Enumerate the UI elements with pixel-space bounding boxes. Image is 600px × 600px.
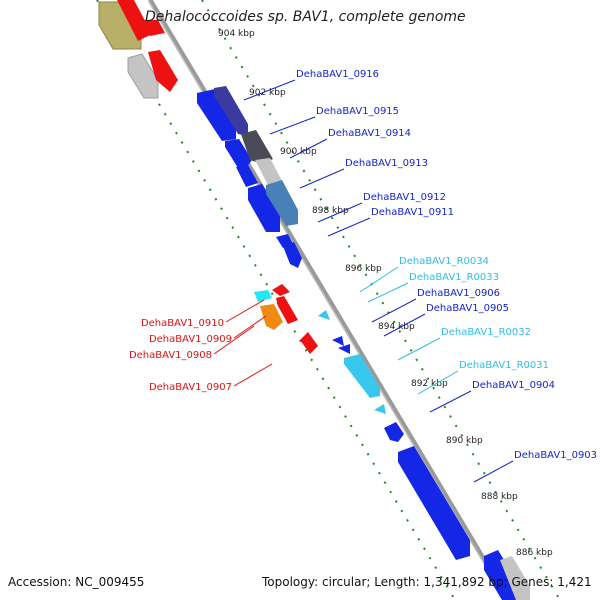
gene-label-link[interactable]: DehaBAV1_0908 (129, 350, 212, 361)
gene-label-link[interactable]: DehaBAV1_0914 (328, 128, 411, 139)
gene-label-leader-line (359, 266, 399, 293)
gene-feature[interactable] (344, 354, 380, 398)
gene-feature[interactable] (241, 130, 273, 164)
scale-tick-label: 898 kbp (312, 206, 349, 216)
gene-feature[interactable] (127, 53, 159, 99)
gene-label-link[interactable]: DehaBAV1_R0033 (409, 272, 499, 283)
scale-tick-label: 896 kbp (345, 264, 382, 274)
gene-label-leader-line (233, 363, 273, 387)
gene-feature[interactable] (254, 290, 272, 302)
gene-label-link[interactable]: DehaBAV1_0903 (514, 450, 597, 461)
gene-label-leader-line (213, 325, 255, 355)
gene-feature[interactable] (500, 556, 530, 600)
gene-label-link[interactable]: DehaBAV1_0915 (316, 106, 399, 117)
gene-label-link[interactable]: DehaBAV1_0904 (472, 380, 555, 391)
gene-feature[interactable] (117, 0, 152, 41)
gene-label-link[interactable]: DehaBAV1_0910 (141, 318, 224, 329)
gene-features (98, 0, 302, 268)
gene-label-leader-line (317, 202, 363, 223)
gene-feature[interactable] (374, 404, 386, 414)
gene-label-link[interactable]: DehaBAV1_R0032 (441, 327, 531, 338)
gene-feature[interactable] (384, 422, 404, 442)
scale-tick-label: 888 kbp (481, 492, 518, 502)
gene-label-link[interactable]: DehaBAV1_R0031 (459, 360, 549, 371)
gene-feature[interactable] (272, 284, 290, 296)
gene-feature[interactable] (197, 89, 236, 141)
gene-feature[interactable] (484, 550, 516, 600)
gene-label-leader-line (383, 313, 426, 337)
scale-tick-label: 892 kbp (411, 379, 448, 389)
gene-label-leader-line (233, 315, 267, 339)
gene-feature[interactable] (248, 184, 280, 232)
gene-features-middle (254, 284, 404, 442)
gene-label-leader-line (243, 79, 296, 101)
genome-backbone (147, 0, 511, 600)
gene-label-leader-line (299, 168, 345, 189)
gene-label-link[interactable]: DehaBAV1_0913 (345, 158, 428, 169)
gene-labels: DehaBAV1_0916DehaBAV1_0915DehaBAV1_0914D… (129, 69, 597, 461)
gene-label-link[interactable]: DehaBAV1_0906 (417, 288, 500, 299)
gene-feature[interactable] (338, 344, 350, 354)
gene-feature[interactable] (236, 165, 258, 187)
gene-feature[interactable] (260, 304, 283, 330)
gene-label-link[interactable]: DehaBAV1_0911 (371, 207, 454, 218)
scale-tick-label: 900 kbp (280, 147, 317, 157)
gene-label-link[interactable]: DehaBAV1_0905 (426, 303, 509, 314)
gene-label-leader-line (327, 217, 371, 237)
gene-label-leaders (213, 79, 514, 483)
scale-tick-label: 890 kbp (446, 436, 483, 446)
gene-feature[interactable] (332, 336, 344, 346)
gene-features-lower (398, 446, 530, 600)
gene-feature[interactable] (255, 158, 282, 185)
gene-label-leader-line (429, 390, 472, 413)
accession-text: Accession: NC_009455 (8, 575, 145, 589)
gene-label-link[interactable]: DehaBAV1_0907 (149, 382, 232, 393)
scale-tick-label: 902 kbp (249, 88, 286, 98)
gene-label-leader-line (269, 116, 316, 135)
gene-label-leader-line (225, 299, 265, 323)
scale-tick-label: 894 kbp (378, 322, 415, 332)
gene-label-leader-line (473, 460, 514, 483)
gene-label-link[interactable]: DehaBAV1_R0034 (399, 256, 489, 267)
scale-tick-label: 904 kbp (218, 29, 255, 39)
gene-label-leader-line (397, 337, 441, 361)
gene-feature[interactable] (276, 296, 298, 324)
gene-feature[interactable] (398, 446, 470, 560)
gene-feature[interactable] (142, 20, 165, 36)
page-title: Dehalococcoides sp. BAV1, complete genom… (145, 9, 466, 25)
genome-backbone-highlight (147, 0, 507, 600)
gene-feature[interactable] (214, 86, 248, 136)
scale-tick-labels: 904 kbp 902 kbp 900 kbp 898 kbp 896 kbp 894 k… (218, 29, 553, 558)
scale-tick-label: 886 kbp (516, 548, 553, 558)
gene-label-link[interactable]: DehaBAV1_0912 (363, 192, 446, 203)
gene-label-leader-line (289, 138, 328, 159)
gene-feature[interactable] (148, 50, 178, 92)
gene-feature[interactable] (318, 310, 330, 320)
gene-label-leader-line (417, 370, 459, 395)
gene-label-link[interactable]: DehaBAV1_0916 (296, 69, 379, 80)
gene-label-link[interactable]: DehaBAV1_0909 (149, 334, 232, 345)
gene-label-leader-line (371, 298, 417, 323)
gene-feature[interactable] (283, 242, 302, 268)
gene-feature[interactable] (225, 139, 252, 168)
gene-feature[interactable] (300, 332, 318, 354)
gene-feature[interactable] (266, 180, 298, 226)
gene-label-leader-line (367, 282, 409, 303)
genome-stats-text: Topology: circular; Length: 1,341,892 bp… (262, 575, 592, 589)
